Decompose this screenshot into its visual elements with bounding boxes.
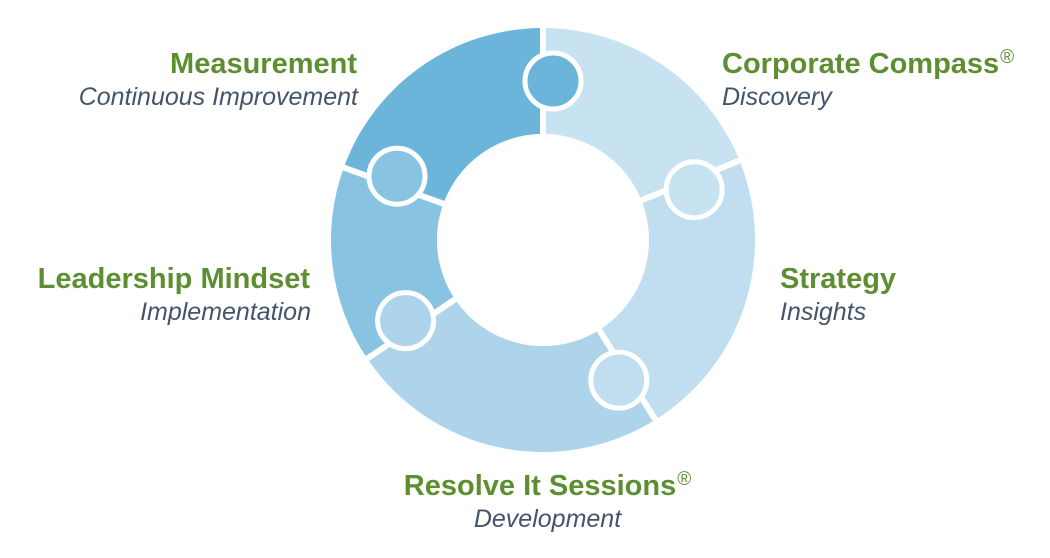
puzzle-knob-fill-resolve xyxy=(380,295,431,346)
stage-title-strategy: Strategy xyxy=(780,263,897,295)
stage-subtitle-corporate-compass: Discovery xyxy=(722,83,832,111)
puzzle-knob-fill-strategy xyxy=(593,355,644,406)
stage-label-measurement: Measurement Continuous Improvement xyxy=(79,50,358,110)
stage-subtitle-leadership-mindset: Implementation xyxy=(140,298,311,326)
stage-subtitle-resolve-it-sessions: Development xyxy=(473,505,622,533)
stage-label-resolve-it-sessions: Resolve It Sessions® Development xyxy=(380,469,715,533)
puzzle-knob-fill-measurement xyxy=(528,56,578,106)
stage-title-resolve-it-sessions: Resolve It Sessions® xyxy=(403,469,692,502)
puzzle-knob-fill-leadership xyxy=(372,151,423,202)
puzzle-ring-separators xyxy=(340,26,743,424)
ring-center xyxy=(437,134,649,346)
stage-label-leadership-mindset: Leadership Mindset Implementation xyxy=(38,265,311,325)
stage-label-corporate-compass: Corporate Compass® Discovery xyxy=(722,47,1015,111)
stage-subtitle-strategy: Insights xyxy=(780,298,867,326)
ring-segment-resolve xyxy=(367,299,656,452)
puzzle-knob-fill-corporate xyxy=(669,164,720,215)
stage-label-strategy: Strategy Insights xyxy=(780,265,897,325)
stage-title-leadership-mindset: Leadership Mindset xyxy=(37,263,310,295)
stage-subtitle-measurement: Continuous Improvement xyxy=(78,83,358,111)
ring-segment-strategy xyxy=(599,160,755,420)
stage-title-corporate-compass: Corporate Compass® xyxy=(722,47,1015,80)
ring-segment-corporate xyxy=(543,28,740,201)
stage-title-measurement: Measurement xyxy=(170,48,357,80)
